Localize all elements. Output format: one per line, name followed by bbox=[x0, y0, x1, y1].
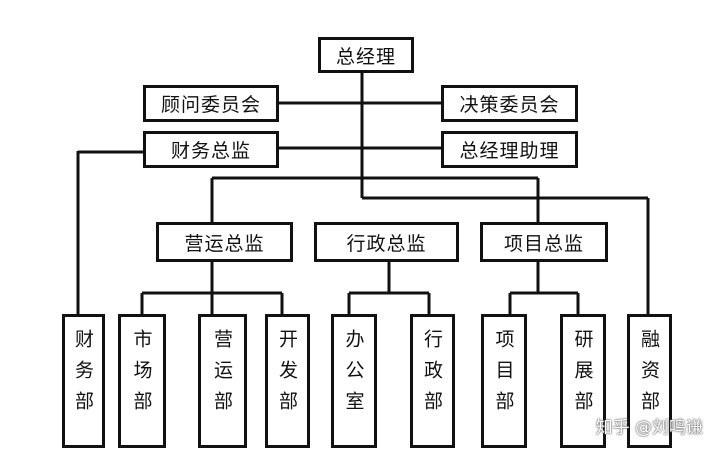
dept-financing-label: 融资部 bbox=[638, 329, 660, 422]
operations-director-box: 营运总监 bbox=[156, 222, 293, 262]
admin-director-box: 行政总监 bbox=[314, 222, 459, 262]
dept-admin-label: 行政部 bbox=[421, 329, 443, 422]
dept-financing: 融资部 bbox=[627, 314, 672, 448]
watermark: 知乎 @刘鸣谦 bbox=[595, 418, 703, 438]
dept-project: 项目部 bbox=[481, 314, 527, 448]
dept-research-label: 研展部 bbox=[571, 329, 594, 422]
dept-development-label: 开发部 bbox=[276, 329, 298, 422]
dept-development: 开发部 bbox=[265, 314, 310, 448]
dept-admin: 行政部 bbox=[410, 314, 455, 448]
dept-operations: 营运部 bbox=[198, 314, 247, 448]
dept-office-label: 办公室 bbox=[342, 329, 365, 422]
general-manager-box: 总经理 bbox=[318, 37, 414, 73]
dept-research: 研展部 bbox=[560, 314, 606, 448]
dept-finance: 财务部 bbox=[62, 314, 105, 448]
dept-office: 办公室 bbox=[331, 314, 377, 448]
dept-market: 市场部 bbox=[118, 314, 166, 448]
dept-market-label: 市场部 bbox=[130, 329, 153, 422]
project-director-box: 项目总监 bbox=[480, 222, 608, 262]
decision-committee-box: 决策委员会 bbox=[441, 85, 578, 122]
finance-director-box: 财务总监 bbox=[143, 131, 279, 168]
dept-operations-label: 营运部 bbox=[211, 329, 233, 422]
advisory-committee-box: 顾问委员会 bbox=[143, 85, 279, 122]
dept-project-label: 项目部 bbox=[492, 329, 515, 422]
dept-finance-label: 财务部 bbox=[72, 329, 94, 422]
gm-assistant-box: 总经理助理 bbox=[441, 131, 578, 168]
